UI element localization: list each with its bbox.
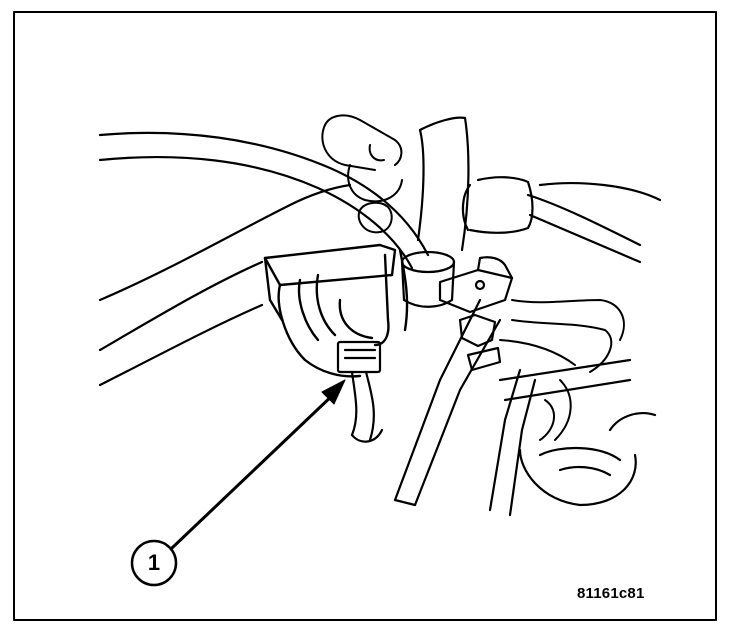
mounting-bracket — [438, 256, 514, 372]
wiring-harness — [499, 299, 625, 441]
middle-cylinder — [400, 250, 456, 308]
frame-rail — [393, 298, 632, 517]
horn-body — [263, 243, 409, 378]
center-post — [416, 116, 470, 252]
lower-right-component — [518, 412, 657, 507]
callout-leader — [130, 379, 346, 587]
electrical-connector — [336, 340, 384, 443]
callout-number-1: 1 — [147, 550, 161, 575]
callout-circle — [130, 539, 178, 587]
upper-tube — [98, 131, 430, 270]
figure-id-label: 81161c81 — [577, 585, 645, 602]
top-connector — [321, 114, 403, 234]
lower-left-tube — [98, 183, 352, 387]
right-cylinder — [461, 176, 662, 264]
diagram-border — [13, 11, 717, 621]
